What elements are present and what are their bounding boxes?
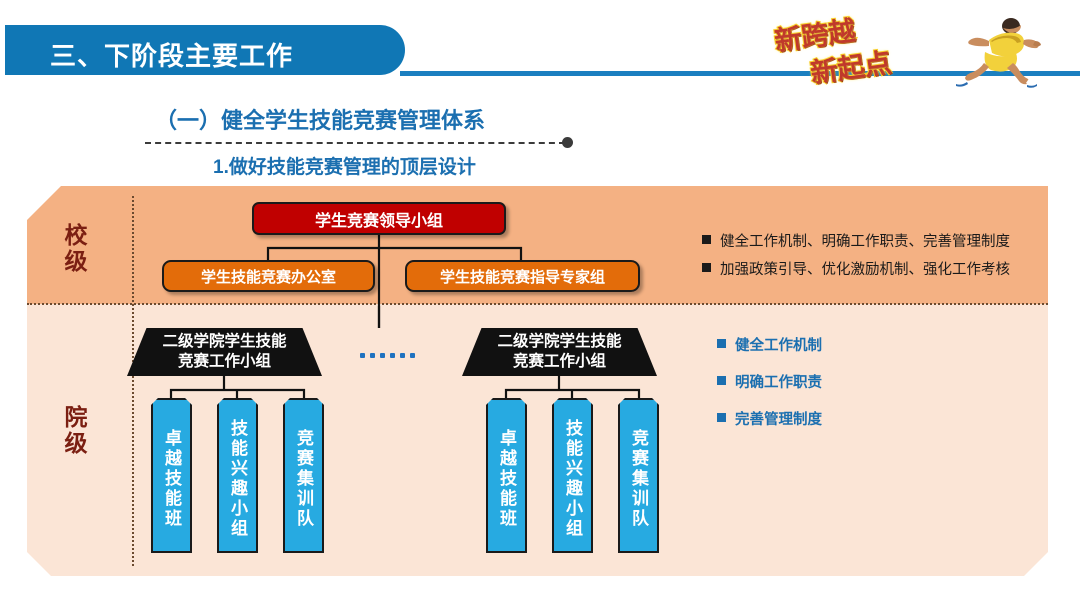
bullet-item: 健全工作机制、明确工作职责、完善管理制度: [702, 230, 1042, 251]
bullet-square-icon: [702, 235, 711, 244]
running-athlete-icon: [954, 18, 1041, 88]
panel-label-divider: [132, 196, 134, 566]
box-tag-right-2[interactable]: 技能兴趣小组: [552, 398, 593, 553]
divider-end-dot: [562, 137, 573, 148]
box-competition-office[interactable]: 学生技能竞赛办公室: [162, 260, 375, 292]
box-department-group-1[interactable]: 二级学院学生技能竞赛工作小组: [127, 328, 322, 376]
bullet-text: 明确工作职责: [735, 375, 822, 391]
bullet-square-icon: [717, 413, 726, 422]
box-tag-right-3[interactable]: 竞赛集训队: [618, 398, 659, 553]
level-label-school: 校级: [64, 222, 88, 275]
box-tag-left-2[interactable]: 技能兴趣小组: [217, 398, 258, 553]
ellipsis-dots: [360, 353, 415, 358]
dashed-divider: [145, 142, 565, 144]
bullet-item: 明确工作职责: [717, 371, 1047, 392]
section-subtitle: 1.做好技能竞赛管理的顶层设计: [213, 157, 476, 178]
box-department-group-2[interactable]: 二级学院学生技能竞赛工作小组: [462, 328, 657, 376]
bullet-text: 完善管理制度: [735, 412, 822, 428]
bullet-item: 健全工作机制: [717, 334, 1047, 355]
section-title: （一）健全学生技能竞赛管理体系: [155, 108, 486, 133]
bullet-text: 健全工作机制、明确工作职责、完善管理制度: [720, 234, 1010, 250]
org-chart-panel: 校级 院级 学生竞赛领导小组 学生技能竞赛办公室 学生技能竞赛指导专家组 二级学…: [27, 186, 1048, 576]
header-banner: [5, 25, 405, 75]
slogan-line-2: 新起点: [808, 46, 895, 90]
bullet-list-college: 健全工作机制 明确工作职责 完善管理制度: [717, 334, 1047, 445]
slogan-line-1: 新跨越: [772, 14, 859, 58]
box-lead-group[interactable]: 学生竞赛领导小组: [252, 202, 506, 235]
page-title: 三、下阶段主要工作: [50, 41, 294, 71]
box-tag-left-1[interactable]: 卓越技能班: [151, 398, 192, 553]
box-tag-left-3[interactable]: 竞赛集训队: [283, 398, 324, 553]
connector-lines: [169, 235, 641, 398]
level-label-college: 院级: [64, 404, 88, 457]
bullet-square-icon: [717, 376, 726, 385]
bullet-item: 完善管理制度: [717, 408, 1047, 429]
bullet-text: 健全工作机制: [735, 338, 822, 354]
bullet-square-icon: [702, 263, 711, 272]
bullet-text: 加强政策引导、优化激励机制、强化工作考核: [720, 262, 1010, 278]
box-tag-right-1[interactable]: 卓越技能班: [486, 398, 527, 553]
header-underline: [400, 71, 1080, 76]
bullet-square-icon: [717, 339, 726, 348]
panel-level-divider: [27, 303, 1048, 305]
bullet-list-school: 健全工作机制、明确工作职责、完善管理制度 加强政策引导、优化激励机制、强化工作考…: [702, 230, 1042, 286]
box-expert-group[interactable]: 学生技能竞赛指导专家组: [405, 260, 640, 292]
bullet-item: 加强政策引导、优化激励机制、强化工作考核: [702, 258, 1042, 279]
